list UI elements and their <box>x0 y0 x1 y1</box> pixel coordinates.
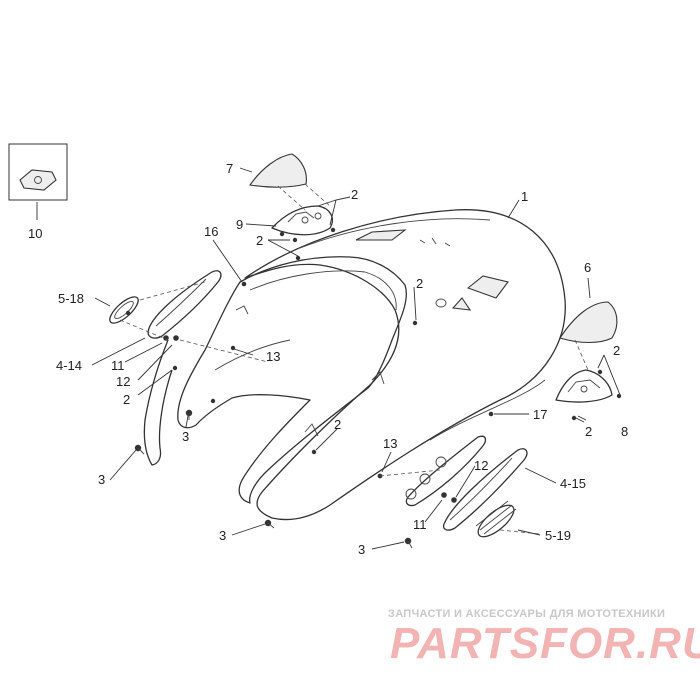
part-right-reflector <box>475 500 517 538</box>
callout-6: 6 <box>584 260 591 275</box>
callout-3: 3 <box>219 528 226 543</box>
watermark-logo: PARTSFOR.RU <box>390 619 700 668</box>
callout-12: 12 <box>474 458 488 473</box>
callout-2: 2 <box>585 424 592 439</box>
part-top-light-lens <box>249 153 307 188</box>
screw-icon <box>571 415 577 421</box>
part-right-trim-strip <box>405 435 528 531</box>
screw-icon <box>134 444 145 455</box>
part-left-reflector <box>109 296 139 324</box>
screw-icon <box>451 497 457 503</box>
part-right-light-lens <box>559 301 618 344</box>
part-left-trim-strip <box>143 270 222 466</box>
callout-3: 3 <box>98 472 105 487</box>
fasteners <box>125 227 622 549</box>
callout-13: 13 <box>266 349 280 364</box>
screw-icon <box>172 365 178 371</box>
screw-icon <box>311 449 317 455</box>
screw-icon <box>404 537 413 549</box>
screw-icon <box>616 393 622 399</box>
screw-icon <box>441 492 447 498</box>
screw-icon <box>125 310 131 316</box>
part-rear-body-shell <box>244 209 566 521</box>
callout-8: 8 <box>621 424 628 439</box>
callout-2: 2 <box>256 233 263 248</box>
callout-3: 3 <box>182 429 189 444</box>
screw-icon <box>210 398 216 404</box>
screw-icon <box>295 255 301 261</box>
screw-icon <box>292 237 298 243</box>
assembly-lines <box>119 183 589 535</box>
callout-9: 9 <box>236 217 243 232</box>
callout-13: 13 <box>383 436 397 451</box>
callout-11: 11 <box>413 517 427 532</box>
screw-icon <box>264 519 275 529</box>
callout-17: 17 <box>533 407 547 422</box>
part-upper-bracket <box>271 205 333 236</box>
screw-icon <box>279 231 285 237</box>
callout-2: 2 <box>416 276 423 291</box>
part-clip-box <box>8 143 68 201</box>
callout-2: 2 <box>613 343 620 358</box>
callout-4-15: 4-15 <box>560 476 586 491</box>
callout-3: 3 <box>358 542 365 557</box>
screw-icon <box>597 369 603 375</box>
callout-1: 1 <box>521 189 528 204</box>
callout-10: 10 <box>28 226 42 241</box>
callout-4-14: 4-14 <box>56 358 82 373</box>
screw-icon <box>185 409 193 420</box>
callout-5-18: 5-18 <box>58 291 84 306</box>
callout-7: 7 <box>226 161 233 176</box>
leader-lines <box>36 167 621 550</box>
screw-icon <box>173 335 179 341</box>
callout-12: 12 <box>116 374 130 389</box>
callout-labels: 1 2 2 2 2 2 2 2 3 3 3 3 4-14 4-15 5-18 5… <box>28 161 628 557</box>
screw-icon <box>330 227 336 233</box>
callout-2: 2 <box>123 392 130 407</box>
callout-11: 11 <box>111 358 125 373</box>
part-inner-side-cover <box>177 256 407 504</box>
screw-icon <box>412 320 418 326</box>
callout-2: 2 <box>334 417 341 432</box>
part-right-bracket <box>555 369 613 403</box>
callout-5-19: 5-19 <box>545 528 571 543</box>
callout-16: 16 <box>204 224 218 239</box>
callout-2: 2 <box>351 187 358 202</box>
watermark-subtitle: ЗАПЧАСТИ И АКСЕССУАРЫ ДЛЯ МОТОТЕХНИКИ <box>388 608 665 620</box>
watermark: ЗАПЧАСТИ И АКСЕССУАРЫ ДЛЯ МОТОТЕХНИКИ PA… <box>388 608 700 668</box>
